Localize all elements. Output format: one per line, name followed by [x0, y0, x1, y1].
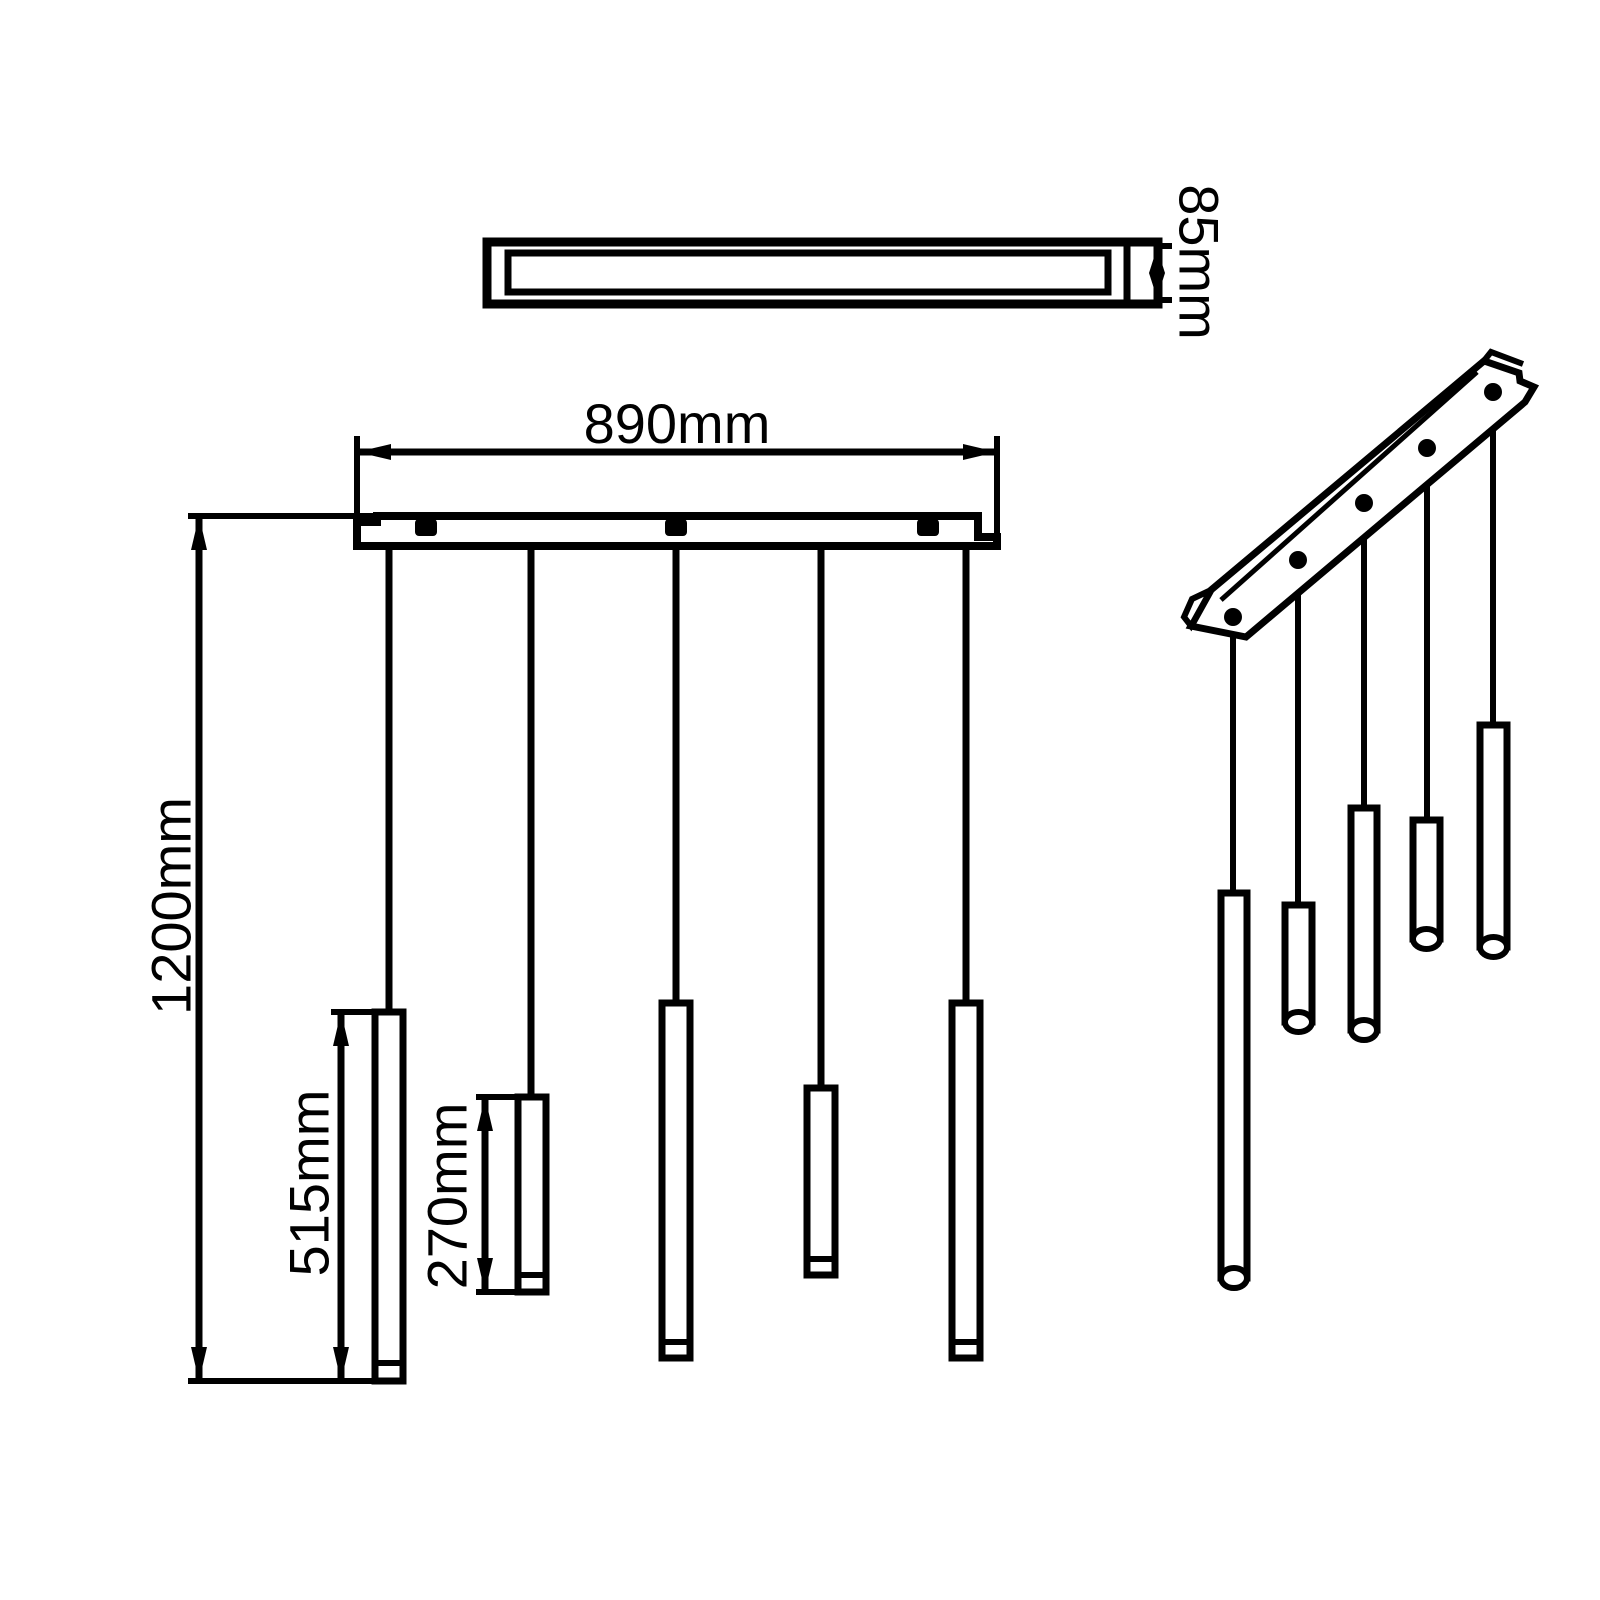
tube-bottom-opening: [1410, 926, 1443, 952]
pendant-tube-1-long: [371, 1008, 407, 1385]
dim-label-long-tube: 515mm: [278, 1090, 341, 1277]
pendant-tube-3-long: [1347, 804, 1381, 1043]
canopy-right-end-tab: [1480, 348, 1525, 367]
cable-gland-dot-4: [1418, 439, 1436, 457]
dimension-long-tube: 515mm: [278, 1009, 376, 1381]
pendant-tube-4-short: [1409, 816, 1444, 952]
dim-label-canopy-width: 890mm: [584, 392, 771, 455]
arrowhead-up: [191, 516, 207, 550]
arrowhead-down: [191, 1347, 207, 1381]
pendant-tube-1-long: [1217, 889, 1251, 1291]
dim-label-canopy-depth: 85mm: [1168, 184, 1231, 340]
canopy-channel-edge-line: [1219, 370, 1479, 602]
arrowhead-up: [477, 1097, 493, 1131]
pendant-tube-5-long: [1476, 721, 1511, 960]
arrowhead-down: [1149, 273, 1165, 298]
tube-bottom-opening: [1218, 1265, 1250, 1291]
pendant-tube-3-long: [658, 999, 694, 1362]
tube-bottom-opening: [1348, 1017, 1380, 1043]
arrowhead-right: [963, 444, 997, 460]
front-view: 890mm 1200mm: [140, 392, 1001, 1385]
canopy-top-view-diffuser: [504, 249, 1112, 296]
mounting-square-2: [665, 519, 687, 536]
dimension-overall-drop: 1200mm: [140, 513, 406, 1384]
pendant-tube-2-short: [1281, 901, 1316, 1035]
cable-gland-dot-2: [1289, 551, 1307, 569]
dimension-canopy-depth: 85mm: [1149, 184, 1231, 340]
pendant-tube-4-short: [803, 1084, 839, 1279]
pendant-tube-2-short: [514, 1093, 550, 1296]
cable-gland-dot-3: [1355, 494, 1373, 512]
canopy-left-end-tab: [1180, 583, 1219, 632]
perspective-view: [1180, 348, 1540, 1291]
cable-gland-dot-1: [1224, 608, 1242, 626]
arrowhead-down: [477, 1258, 493, 1292]
arrowhead-left: [357, 444, 391, 460]
pendant-tube-5-long: [948, 999, 984, 1362]
top-view: 85mm: [482, 184, 1231, 340]
arrowhead-up: [1149, 248, 1165, 273]
tube-bottom-opening: [1477, 934, 1510, 960]
dimension-short-tube: 270mm: [416, 1094, 547, 1295]
cable-gland-dot-5: [1484, 383, 1502, 401]
arrowhead-up: [333, 1012, 349, 1046]
arrowhead-down: [333, 1347, 349, 1381]
mounting-square-1: [415, 519, 437, 536]
dim-label-short-tube: 270mm: [416, 1103, 479, 1290]
mounting-square-3: [917, 519, 939, 536]
tube-bottom-opening: [1282, 1009, 1315, 1035]
dim-label-overall-drop: 1200mm: [140, 797, 203, 1015]
